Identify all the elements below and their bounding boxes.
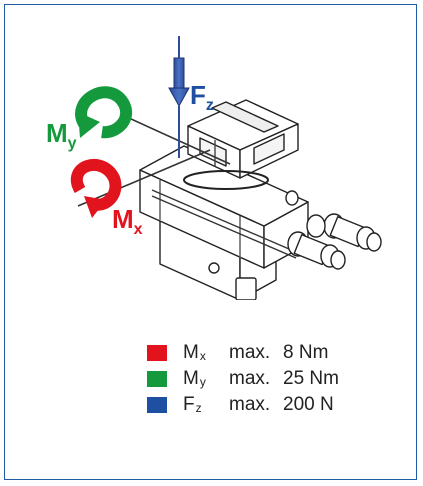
legend-max-word: max. <box>229 394 271 415</box>
my-arrow <box>75 86 132 139</box>
legend-value: 25 Nm <box>283 368 339 389</box>
force-moment-legend: Mx max. 8 Nm My max. 25 Nm Fz max. 200 N <box>147 342 407 420</box>
legend-max-word: max. <box>229 368 271 389</box>
legend-max-word: max. <box>229 342 271 363</box>
fz-label: Fz <box>190 80 214 114</box>
blue-swatch <box>147 397 167 413</box>
my-label: My <box>46 118 77 152</box>
legend-row-my: My max. 25 Nm <box>147 368 407 394</box>
legend-row-mx: Mx max. 8 Nm <box>147 342 407 368</box>
legend-value: 8 Nm <box>283 342 329 363</box>
legend-symbol: Mx <box>183 342 206 363</box>
green-swatch <box>147 371 167 387</box>
legend-row-fz: Fz max. 200 N <box>147 394 407 420</box>
legend-symbol: Fz <box>183 394 202 415</box>
legend-symbol: My <box>183 368 206 389</box>
fz-arrow <box>168 36 190 158</box>
red-swatch <box>147 345 167 361</box>
mx-label: Mx <box>112 204 143 238</box>
gripper-diagram: Fz My Mx <box>46 36 382 300</box>
gripper-device <box>139 99 382 300</box>
legend-value: 200 N <box>283 394 334 415</box>
mx-arrow <box>71 158 122 218</box>
